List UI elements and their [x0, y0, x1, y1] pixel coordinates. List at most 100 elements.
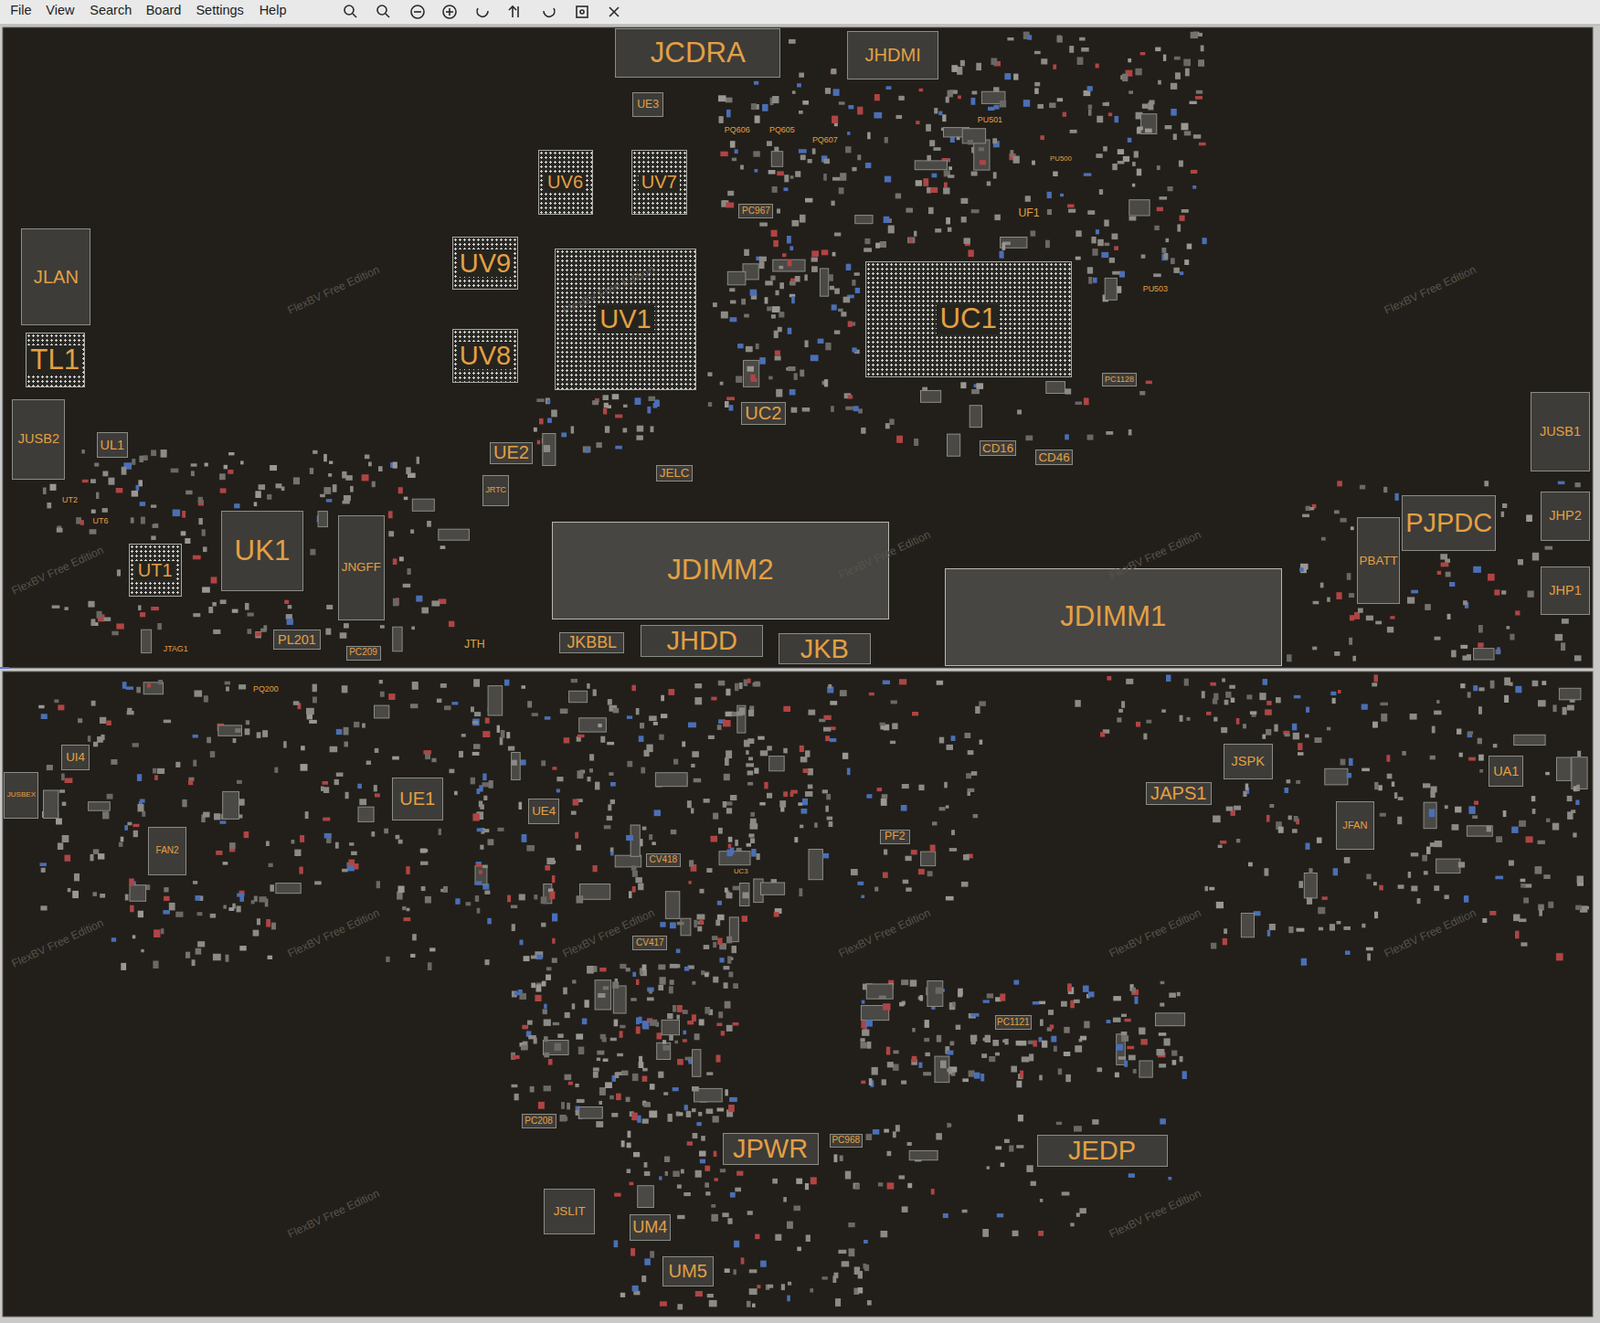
smd-pad	[1387, 626, 1394, 634]
smd-pad	[536, 984, 542, 992]
smd-pad	[1386, 754, 1390, 763]
smd-pad	[945, 805, 950, 808]
smd-pad	[1531, 795, 1537, 802]
smd-pad	[1083, 1021, 1090, 1029]
smd-pad	[911, 1027, 916, 1033]
smd-pad	[598, 1101, 603, 1105]
smd-pad	[1133, 1069, 1137, 1074]
smd-pad	[1562, 707, 1568, 716]
smd-pad	[1288, 815, 1293, 821]
smd-pad	[586, 965, 594, 975]
smd-pad	[1167, 1176, 1172, 1181]
smd-pad	[1348, 593, 1355, 598]
smd-pad	[685, 1057, 694, 1061]
smd-pad	[1002, 243, 1007, 251]
smd-pad	[939, 806, 946, 811]
smd-pad	[743, 678, 749, 687]
smd-pad	[136, 485, 140, 491]
smd-pad	[742, 892, 750, 900]
smd-pad	[1091, 248, 1098, 256]
smd-pad	[677, 1184, 682, 1188]
smd-pad	[764, 296, 769, 304]
smd-pad	[543, 1052, 550, 1059]
smd-pad	[1246, 694, 1252, 700]
smd-pad	[713, 1151, 718, 1157]
smd-pad	[507, 895, 511, 903]
smd-pad	[1032, 1001, 1039, 1006]
smd-pad	[533, 1038, 538, 1045]
smd-pad	[568, 1081, 573, 1086]
smd-pad	[1063, 1027, 1070, 1034]
smd-pad	[510, 760, 518, 766]
smd-pad	[757, 736, 764, 741]
smd-pad	[644, 1258, 651, 1265]
smd-pad	[1332, 698, 1336, 704]
smd-pad	[388, 530, 394, 537]
smd-pad	[87, 735, 91, 742]
smd-pad	[746, 843, 752, 848]
smd-pad	[392, 558, 398, 565]
smd-pad	[100, 734, 105, 741]
smd-pad	[673, 759, 679, 765]
smd-pad	[784, 174, 789, 182]
smd-pad	[93, 848, 100, 855]
smd-pad	[571, 811, 577, 816]
smd-pad	[1108, 112, 1113, 117]
smd-pad	[1046, 381, 1066, 394]
smd-pad	[1030, 1181, 1037, 1187]
smd-pad	[973, 814, 979, 818]
smd-pad	[152, 768, 157, 774]
smd-pad	[927, 981, 944, 1007]
smd-pad	[1132, 183, 1135, 188]
smd-pad	[222, 861, 229, 865]
smd-pad	[719, 116, 724, 124]
smd-pad	[786, 1295, 791, 1303]
smd-pad	[837, 1250, 847, 1254]
smd-pad	[412, 933, 417, 941]
smd-pad	[879, 996, 887, 1000]
smd-pad	[610, 1038, 617, 1042]
smd-pad	[682, 1030, 687, 1036]
smd-pad	[150, 535, 156, 541]
smd-pad	[519, 940, 524, 946]
smd-pad	[723, 773, 731, 781]
smd-pad	[410, 529, 414, 534]
smd-pad	[907, 1183, 912, 1189]
smd-pad	[945, 96, 950, 104]
smd-pad	[832, 177, 841, 181]
smd-pad	[658, 734, 665, 741]
smd-pad	[92, 891, 97, 897]
smd-pad	[1137, 127, 1144, 131]
smd-pad	[597, 993, 605, 998]
smd-pad	[1047, 209, 1052, 215]
smd-pad	[42, 487, 47, 496]
smd-pad	[677, 1112, 684, 1116]
smd-pad	[800, 756, 808, 763]
smd-pad	[1164, 1038, 1171, 1046]
smd-pad	[53, 699, 59, 704]
smd-pad	[747, 678, 752, 684]
smd-pad	[309, 549, 316, 556]
smd-pad	[1129, 216, 1137, 222]
smd-pad	[1140, 52, 1146, 55]
smd-pad	[383, 828, 389, 835]
smd-pad	[672, 1005, 677, 1013]
smd-pad	[964, 237, 971, 244]
smd-pad	[741, 1257, 745, 1264]
smd-pad	[707, 371, 712, 377]
smd-pad	[1216, 901, 1224, 909]
smd-pad	[770, 275, 775, 281]
smd-pad	[823, 853, 830, 859]
smd-pad	[826, 816, 834, 821]
smd-pad	[943, 187, 950, 194]
smd-pad	[1083, 397, 1090, 405]
smd-pad	[564, 1074, 573, 1081]
smd-pad	[615, 1093, 622, 1102]
smd-pad	[160, 449, 168, 458]
smd-pad	[1537, 840, 1546, 845]
smd-pad	[993, 171, 997, 179]
smd-pad	[1076, 1212, 1081, 1218]
smd-pad	[1426, 847, 1431, 855]
smd-pad	[804, 274, 807, 281]
smd-pad	[102, 811, 109, 819]
